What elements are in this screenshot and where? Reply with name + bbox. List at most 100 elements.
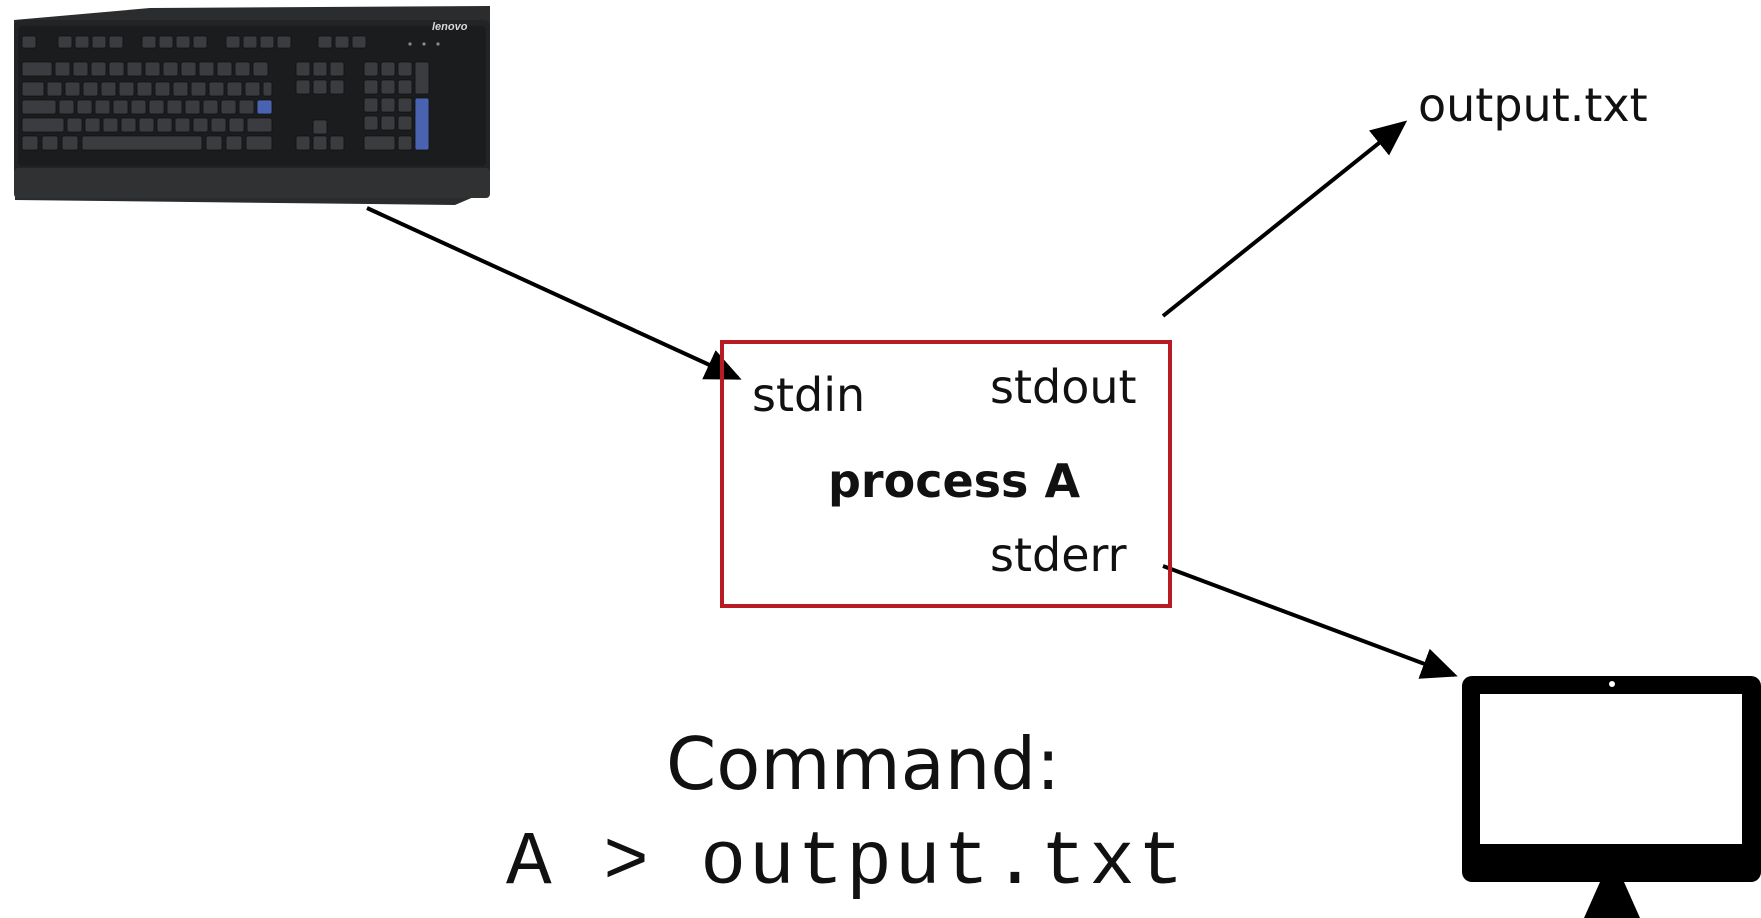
keyboard-key — [329, 61, 345, 77]
keyboard-key — [141, 35, 157, 49]
keyboard-key — [158, 35, 174, 49]
keyboard-key — [138, 117, 155, 133]
keyboard-key — [329, 135, 345, 151]
keyboard-key — [162, 61, 179, 77]
keyboard-key — [136, 81, 153, 97]
keyboard-key — [317, 35, 333, 49]
keyboard-key — [76, 99, 93, 115]
keyboard-key — [202, 99, 219, 115]
keyboard-key — [144, 61, 161, 77]
keyboard-key — [91, 35, 107, 49]
keyboard-key — [225, 35, 241, 49]
keyboard-key — [414, 97, 430, 151]
keyboard-key — [148, 99, 165, 115]
keyboard-key — [238, 99, 255, 115]
stderr-arrow — [1162, 564, 1458, 679]
keyboard-key — [329, 79, 345, 95]
keyboard-key — [295, 135, 311, 151]
keyboard-key — [380, 61, 396, 77]
keyboard-led — [436, 42, 440, 46]
command-heading: Command: — [666, 722, 1061, 806]
keyboard-key — [190, 81, 207, 97]
keyboard-key — [210, 117, 227, 133]
keyboard-key — [192, 35, 208, 49]
keyboard-key — [295, 79, 311, 95]
keyboard-key — [64, 81, 81, 97]
keyboard-key — [57, 35, 73, 49]
keyboard-key — [82, 81, 99, 97]
keyboard-key — [175, 35, 191, 49]
keyboard-key — [363, 115, 379, 131]
keyboard-key — [246, 117, 273, 133]
stdout-arrow — [1161, 120, 1408, 318]
keyboard-key — [363, 61, 379, 77]
keyboard-brand: lenovo — [432, 21, 468, 33]
output-file-label: output.txt — [1418, 78, 1648, 132]
keyboard-key — [397, 79, 413, 95]
keyboard-key — [192, 117, 209, 133]
keyboard-key — [380, 97, 396, 113]
keyboard-key — [21, 61, 53, 77]
process-box — [720, 340, 1172, 608]
keyboard-key — [94, 99, 111, 115]
stderr-label: stderr — [990, 528, 1127, 582]
keyboard-key — [244, 81, 261, 97]
keyboard-key — [220, 99, 237, 115]
keyboard-key — [397, 135, 413, 151]
keyboard-key — [312, 135, 328, 151]
keyboard-key — [363, 97, 379, 113]
keyboard-led — [408, 42, 412, 46]
keyboard-key — [252, 61, 269, 77]
keyboard-key — [72, 61, 89, 77]
keyboard-key — [312, 119, 328, 135]
keyboard-key — [225, 135, 243, 151]
keyboard-key — [242, 35, 258, 49]
keyboard-key — [363, 79, 379, 95]
keyboard-key — [334, 35, 350, 49]
keyboard-key — [154, 81, 171, 97]
stdout-label: stdout — [990, 360, 1137, 414]
keyboard-key — [295, 61, 311, 77]
keyboard-key — [130, 99, 147, 115]
keyboard-key — [108, 35, 124, 49]
keyboard-key — [21, 35, 37, 49]
keyboard-key — [21, 81, 45, 97]
keyboard-key — [397, 115, 413, 131]
keyboard-key — [66, 117, 83, 133]
keyboard-key — [166, 99, 183, 115]
keyboard-key — [276, 35, 292, 49]
keyboard-key — [174, 117, 191, 133]
keyboard-key — [81, 135, 203, 151]
keyboard-key — [112, 99, 129, 115]
keyboard-key — [21, 99, 57, 115]
keyboard-led — [422, 42, 426, 46]
keyboard-key — [61, 135, 79, 151]
keyboard-key — [205, 135, 223, 151]
keyboard-key — [259, 35, 275, 49]
keyboard-key — [216, 61, 233, 77]
keyboard-key — [312, 79, 328, 95]
keyboard-key — [21, 135, 39, 151]
stdin-arrow — [366, 206, 742, 380]
keyboard-key — [118, 81, 135, 97]
keyboard-key — [312, 61, 328, 77]
keyboard-key — [172, 81, 189, 97]
keyboard-keys — [21, 35, 440, 151]
process-title: process A — [828, 454, 1081, 508]
keyboard-key — [54, 61, 71, 77]
keyboard-key — [262, 81, 273, 97]
keyboard-key — [351, 35, 367, 49]
keyboard-key — [58, 99, 75, 115]
keyboard-key — [380, 79, 396, 95]
keyboard-key — [156, 117, 173, 133]
keyboard-key — [84, 117, 101, 133]
keyboard-key — [108, 61, 125, 77]
keyboard-key — [21, 117, 65, 133]
keyboard-key — [380, 115, 396, 131]
keyboard-key — [397, 97, 413, 113]
keyboard-key — [74, 35, 90, 49]
keyboard-key — [184, 99, 201, 115]
